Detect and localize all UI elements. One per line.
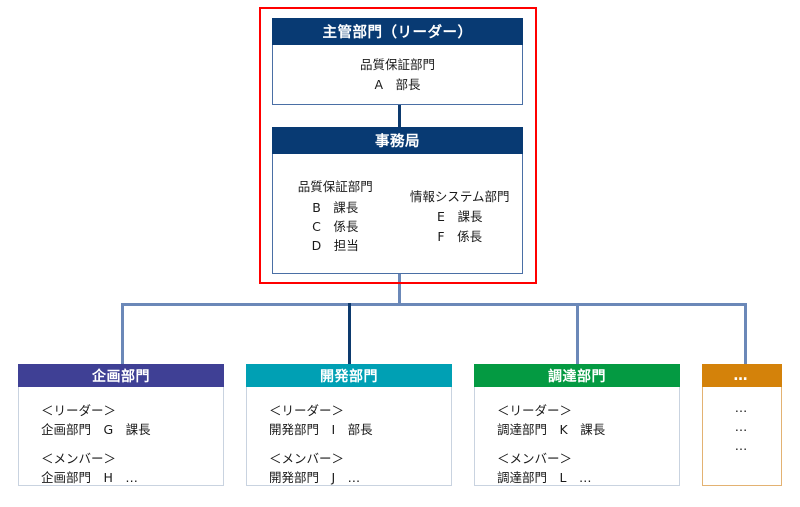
highlight-frame <box>259 7 537 284</box>
card-procurement-department: 調達部門 ＜リーダー＞ 調達部門 K 課長 ＜メンバー＞ 調達部門 L … <box>474 364 680 486</box>
connector-office-down <box>398 247 401 305</box>
connector-drop-procurement <box>576 303 579 365</box>
more-line: … <box>734 437 750 453</box>
planning-leader-text: 企画部門 G 課長 <box>41 422 151 438</box>
connector-drop-more <box>744 303 747 365</box>
procurement-leader-text: 調達部門 K 課長 <box>497 422 606 438</box>
procurement-member-text: 調達部門 L … <box>497 470 592 486</box>
card-planning-header: 企画部門 <box>18 364 224 387</box>
development-member-label: ＜メンバー＞ <box>269 450 345 466</box>
card-planning-body: ＜リーダー＞ 企画部門 G 課長 ＜メンバー＞ 企画部門 H … <box>18 387 224 486</box>
card-secretariat-header: 事務局 <box>272 127 523 154</box>
planning-leader-label: ＜リーダー＞ <box>41 403 117 418</box>
card-lead-header: 主管部門（リーダー） <box>272 18 523 45</box>
connector-bus-horizontal <box>121 303 747 306</box>
procurement-leader-block: ＜リーダー＞ 調達部門 K 課長 <box>497 401 679 440</box>
more-line: … <box>734 418 750 434</box>
card-lead-department: 主管部門（リーダー） 品質保証部門 A 部長 <box>272 18 523 105</box>
card-development-header: 開発部門 <box>246 364 452 387</box>
planning-leader-block: ＜リーダー＞ 企画部門 G 課長 <box>41 401 223 440</box>
development-member-text: 開発部門 J … <box>269 470 361 486</box>
development-member-block: ＜メンバー＞ 開発部門 J … <box>269 449 451 488</box>
planning-member-text: 企画部門 H … <box>41 470 138 486</box>
development-leader-label: ＜リーダー＞ <box>269 403 345 418</box>
procurement-member-block: ＜メンバー＞ 調達部門 L … <box>497 449 679 488</box>
planning-member-label: ＜メンバー＞ <box>41 450 117 466</box>
card-more-departments: … … … … <box>702 364 782 486</box>
secretariat-qa-member: B 課長 <box>312 199 359 215</box>
secretariat-qa-member: D 担当 <box>311 238 359 254</box>
card-secretariat: 事務局 品質保証部門 B 課長 C 係長 D 担当 情報システム部門 E 課長 … <box>272 127 523 274</box>
secretariat-is-member: F 係長 <box>437 228 483 244</box>
connector-lead-to-office <box>398 105 401 127</box>
development-leader-text: 開発部門 I 部長 <box>269 422 373 438</box>
card-lead-body: 品質保証部門 A 部長 <box>272 45 523 105</box>
card-procurement-body: ＜リーダー＞ 調達部門 K 課長 ＜メンバー＞ 調達部門 L … <box>474 387 680 486</box>
lead-person: A 部長 <box>374 76 421 92</box>
development-leader-block: ＜リーダー＞ 開発部門 I 部長 <box>269 401 451 440</box>
card-secretariat-body: 品質保証部門 B 課長 C 係長 D 担当 情報システム部門 E 課長 F 係長 <box>272 154 523 274</box>
secretariat-is-department: 情報システム部門 <box>409 188 510 204</box>
secretariat-qa-department: 品質保証部門 <box>297 179 373 195</box>
card-more-header: … <box>702 364 782 387</box>
lead-department-name: 品質保証部門 <box>359 57 435 73</box>
connector-drop-planning <box>121 303 124 365</box>
secretariat-column-is: 情報システム部門 E 課長 F 係長 <box>398 154 523 273</box>
secretariat-is-member: E 課長 <box>437 209 483 225</box>
procurement-member-label: ＜メンバー＞ <box>497 450 573 466</box>
secretariat-qa-member: C 係長 <box>312 219 359 234</box>
card-development-department: 開発部門 ＜リーダー＞ 開発部門 I 部長 ＜メンバー＞ 開発部門 J … <box>246 364 452 486</box>
procurement-leader-label: ＜リーダー＞ <box>497 403 573 418</box>
more-line: … <box>734 400 750 415</box>
secretariat-column-qa: 品質保証部門 B 課長 C 係長 D 担当 <box>273 154 398 273</box>
planning-member-block: ＜メンバー＞ 企画部門 H … <box>41 449 223 488</box>
card-development-body: ＜リーダー＞ 開発部門 I 部長 ＜メンバー＞ 開発部門 J … <box>246 387 452 486</box>
card-more-body: … … … <box>702 387 782 486</box>
card-procurement-header: 調達部門 <box>474 364 680 387</box>
card-planning-department: 企画部門 ＜リーダー＞ 企画部門 G 課長 ＜メンバー＞ 企画部門 H … <box>18 364 224 486</box>
connector-drop-development <box>348 303 351 365</box>
